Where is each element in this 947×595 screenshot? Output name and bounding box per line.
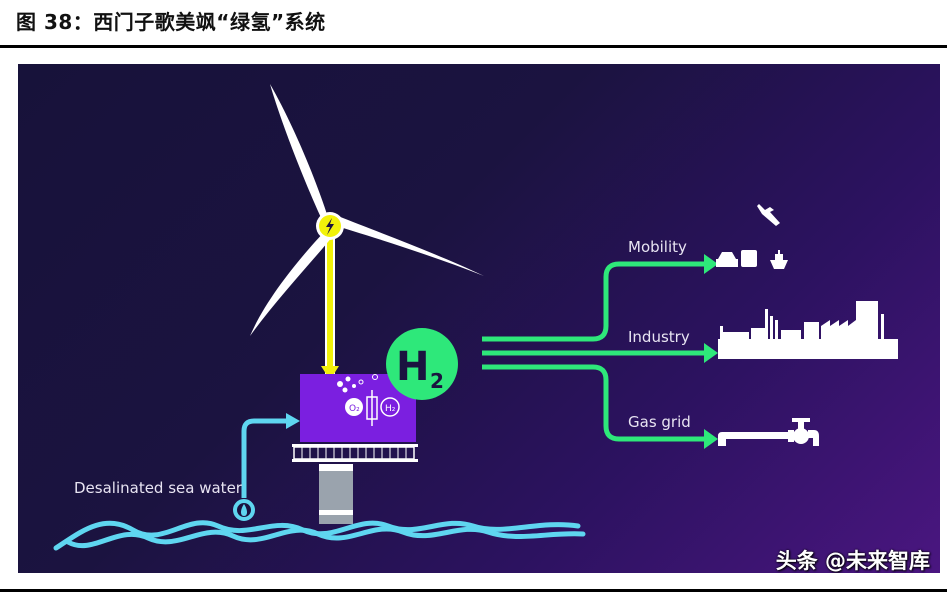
watermark: 头条 @未来智库 — [775, 549, 930, 573]
mobility-icons — [716, 204, 788, 269]
h2-badge: H 2 — [386, 328, 458, 400]
sea-water-pipe — [241, 418, 288, 498]
figure-title: 图 38：西门子歌美飒“绿氢”系统 — [16, 10, 326, 34]
diagram-frame: O₂ H₂ H 2 — [18, 64, 940, 573]
output-label-industry: Industry — [628, 328, 690, 346]
svg-text:2: 2 — [430, 369, 444, 393]
svg-text:O₂: O₂ — [349, 404, 360, 414]
output-arrows — [482, 261, 706, 442]
ship-icon — [770, 250, 788, 269]
output-label-mobility: Mobility — [628, 238, 687, 256]
truck-icon — [741, 250, 757, 267]
car-icon — [716, 252, 738, 267]
plane-icon — [757, 204, 780, 226]
top-rule — [0, 45, 947, 48]
svg-text:H₂: H₂ — [385, 404, 396, 414]
output-label-gas-grid: Gas grid — [628, 413, 691, 431]
pipe-valve-icon — [718, 418, 819, 446]
factory-skyline-icon — [718, 301, 898, 359]
bottom-rule — [0, 589, 947, 592]
svg-text:H: H — [396, 344, 429, 390]
wind-turbine-icon — [250, 84, 484, 380]
sea-waves — [53, 520, 586, 551]
water-arrow-icon — [286, 413, 300, 429]
electrolyser-icon: O₂ H₂ — [292, 374, 418, 524]
sea-water-label: Desalinated sea water — [74, 479, 242, 497]
lightning-icon — [326, 218, 334, 235]
green-hydrogen-diagram: O₂ H₂ H 2 — [53, 84, 898, 551]
